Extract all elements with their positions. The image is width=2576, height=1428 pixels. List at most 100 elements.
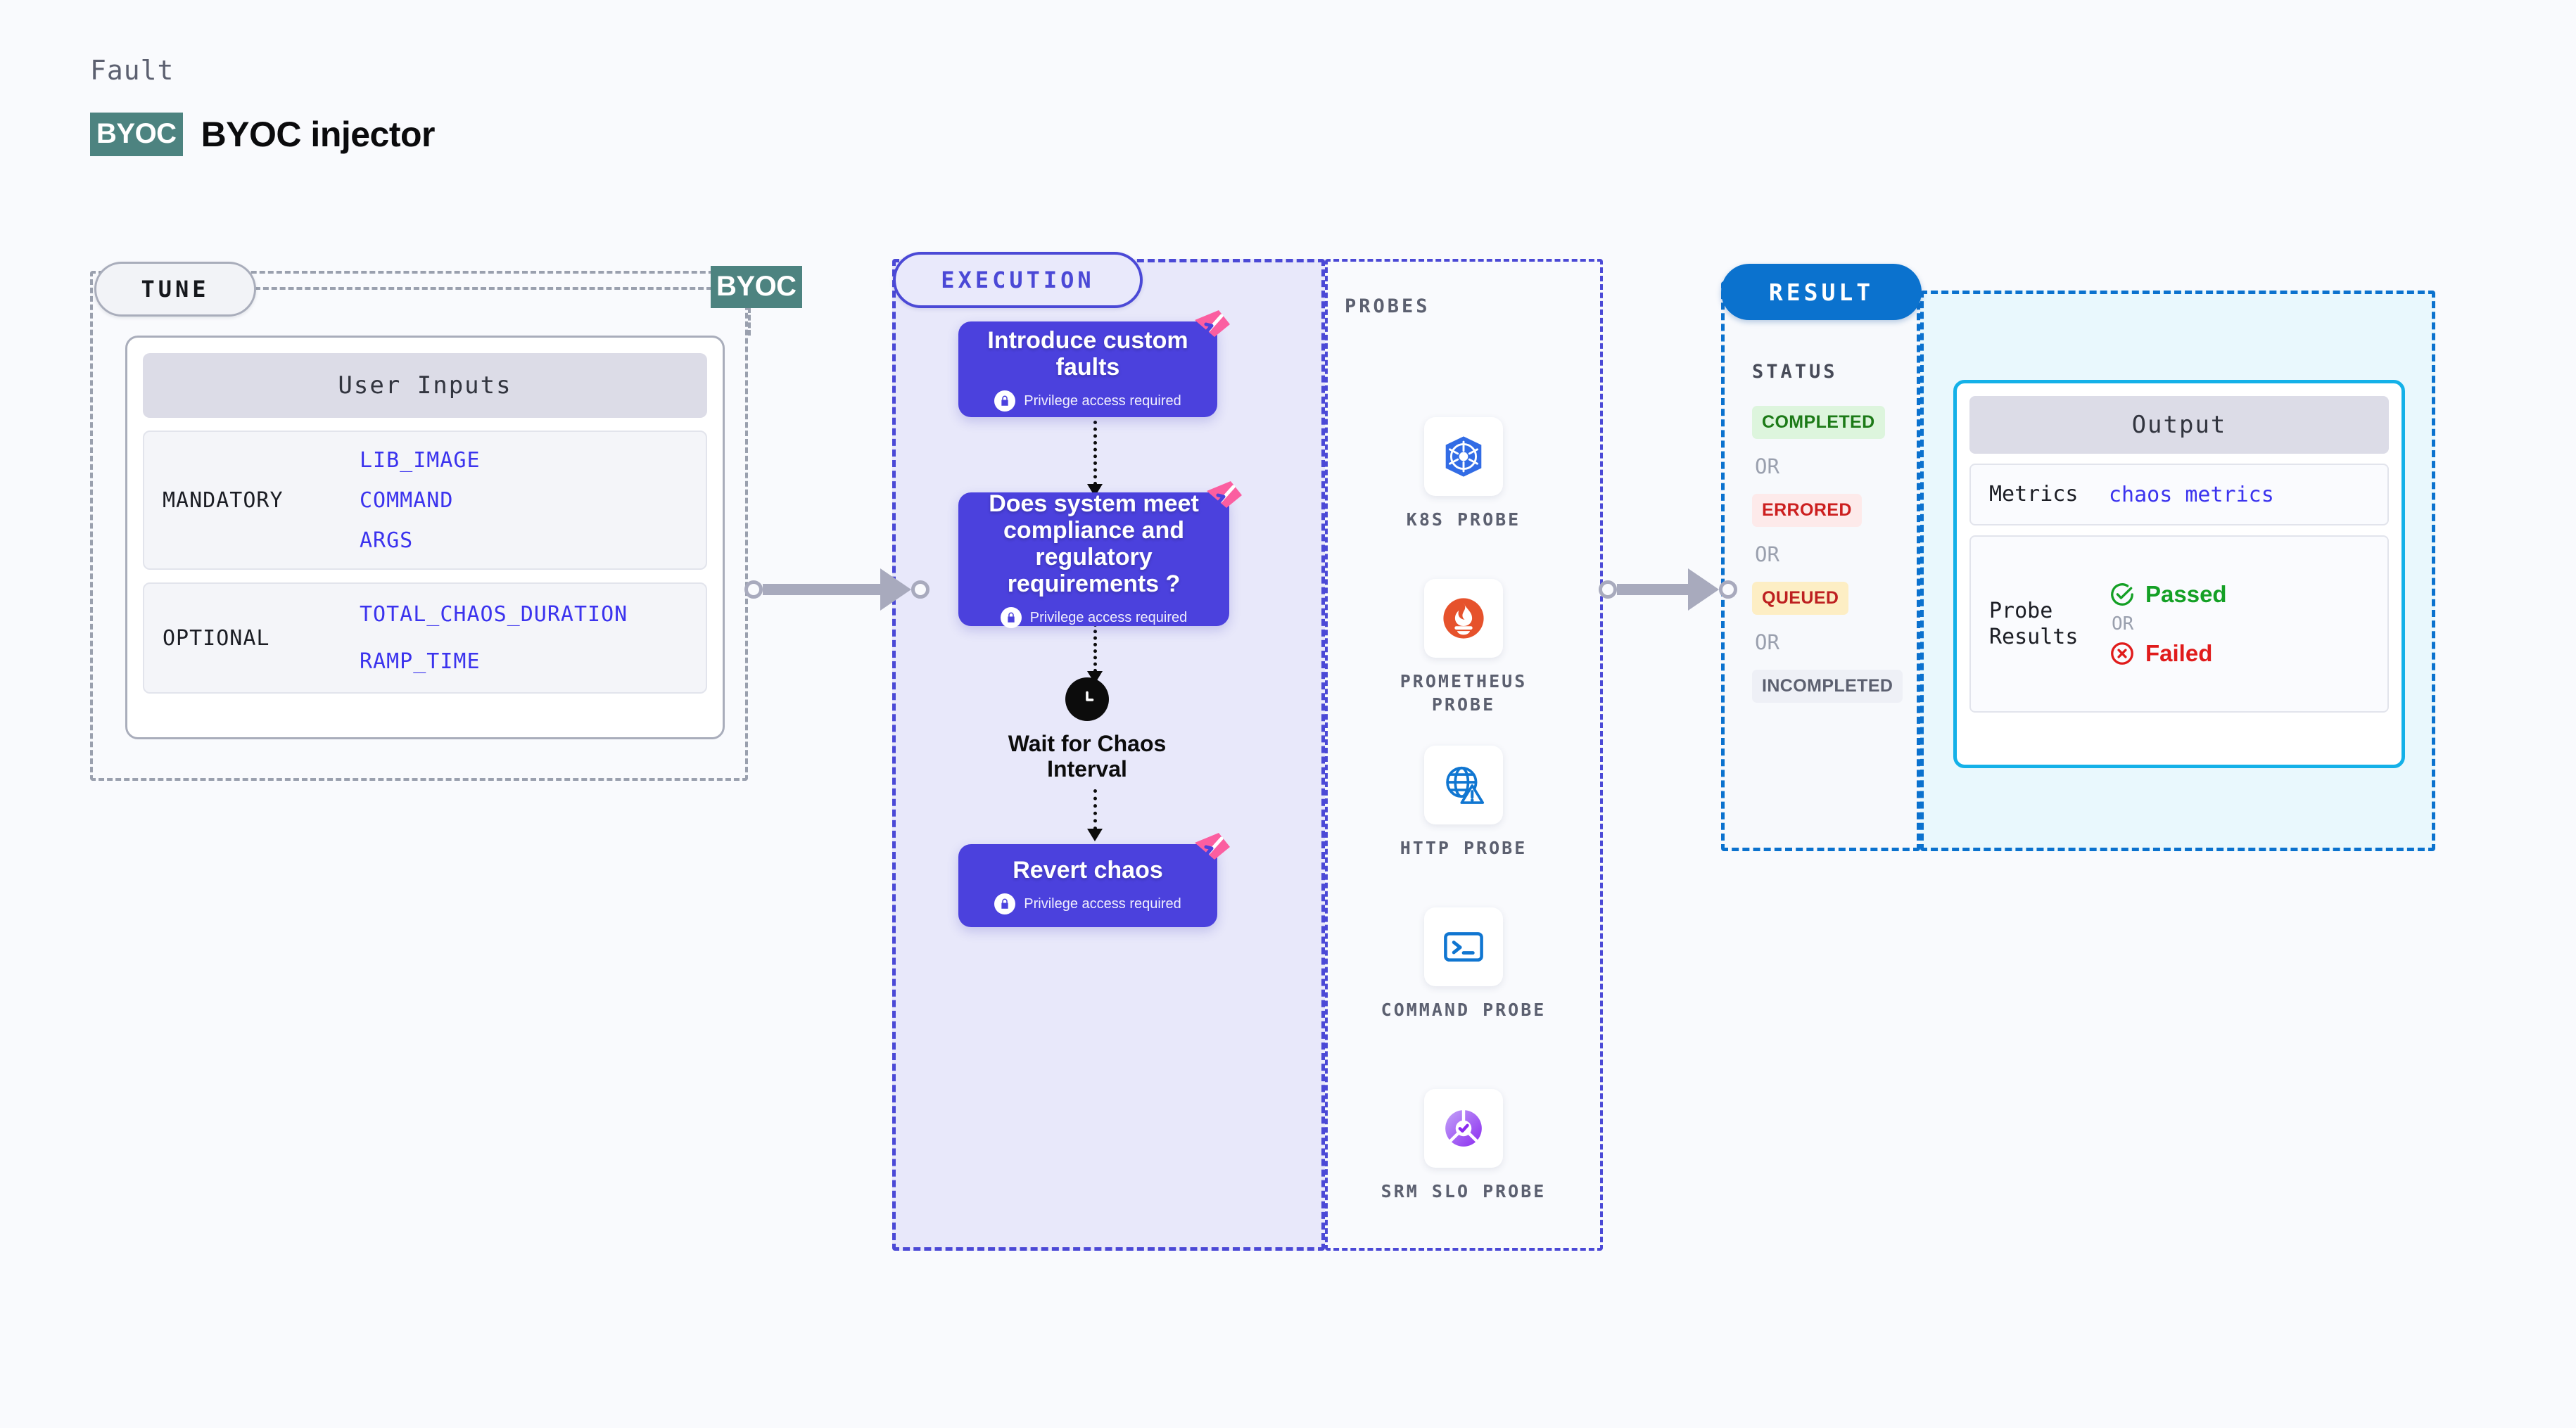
terminal-icon — [1424, 907, 1503, 986]
lock-icon — [994, 893, 1016, 915]
connector-arrowhead-icon — [1688, 568, 1719, 611]
privilege-note: Privilege access required — [1000, 607, 1188, 629]
connector-start-dot — [1599, 580, 1617, 599]
privilege-note: Privilege access required — [994, 893, 1181, 915]
flow-arrow-tip-icon — [1087, 829, 1103, 841]
lock-icon — [1000, 607, 1022, 629]
prometheus-icon — [1424, 579, 1503, 658]
lock-icon — [994, 390, 1016, 412]
connector-bar — [763, 584, 881, 595]
input-total-chaos-duration[interactable]: TOTAL_CHAOS_DURATION — [360, 602, 628, 627]
input-args[interactable]: ARGS — [360, 528, 414, 553]
flow-node-title: Introduce custom faults — [987, 326, 1188, 381]
status-badge-queued: QUEUED — [1752, 582, 1849, 615]
clock-icon — [1065, 677, 1109, 721]
probe-item-command[interactable]: COMMAND PROBE — [1372, 907, 1555, 1022]
tune-lead-line — [255, 287, 712, 290]
mandatory-values: LIB_IMAGE COMMAND ARGS — [360, 448, 481, 553]
connector-tune-to-execution — [744, 568, 929, 611]
output-row-metrics: Metrics chaos metrics — [1969, 464, 2389, 525]
probe-result-failed: Failed — [2109, 640, 2227, 667]
connector-start-dot — [744, 580, 763, 599]
probe-item-k8s[interactable]: K8S PROBE — [1372, 417, 1555, 532]
probe-result-options: Passed OR Failed — [2109, 581, 2227, 667]
flow-node-introduce-custom-faults[interactable]: Introduce custom faults Privilege access… — [958, 310, 1230, 417]
tune-section-frame — [90, 271, 748, 781]
output-metrics-value[interactable]: chaos metrics — [2109, 482, 2274, 507]
connector-end-dot — [1719, 580, 1737, 599]
privilege-note-text: Privilege access required — [1029, 609, 1188, 625]
tune-section-pill[interactable]: TUNE — [94, 262, 256, 317]
connector-execution-to-result — [1599, 568, 1737, 611]
probe-result-passed-label: Passed — [2145, 581, 2227, 607]
page-title: BYOC injector — [201, 115, 436, 154]
probe-item-http[interactable]: HTTP PROBE — [1372, 746, 1555, 860]
kubernetes-icon — [1424, 417, 1503, 496]
srm-slo-icon — [1424, 1089, 1503, 1168]
status-or-separator: OR — [1755, 630, 1779, 654]
output-probe-results-key: Probe Results — [1989, 598, 2079, 650]
byoc-tag: BYOC — [711, 266, 802, 308]
status-section-frame — [1721, 281, 1920, 851]
probes-title: PROBES — [1345, 295, 1430, 317]
probe-label: HTTP PROBE — [1400, 838, 1528, 858]
probe-item-srm-slo[interactable]: SRM SLO PROBE — [1372, 1089, 1555, 1204]
user-inputs-title: User Inputs — [143, 353, 707, 418]
flow-arrow-3 — [1087, 789, 1103, 841]
probe-result-passed: Passed — [2109, 581, 2227, 608]
connector-bar — [1617, 584, 1689, 595]
result-section-pill[interactable]: RESULT — [1721, 264, 1922, 320]
flow-node-compliance-check[interactable]: Does system meet compliance and regulato… — [958, 481, 1242, 629]
privilege-note-text: Privilege access required — [1024, 393, 1181, 409]
page-eyebrow: Fault — [90, 55, 175, 86]
probe-label: COMMAND PROBE — [1381, 1000, 1547, 1020]
status-or-separator: OR — [1755, 454, 1779, 478]
wait-node-label: Wait for Chaos Interval — [1008, 731, 1167, 782]
status-list: COMPLETED OR ERRORED OR QUEUED OR INCOMP… — [1752, 406, 1914, 703]
input-command[interactable]: COMMAND — [360, 487, 454, 513]
flow-arrow-line — [1093, 623, 1097, 672]
mandatory-label: MANDATORY — [163, 487, 284, 513]
privilege-note: Privilege access required — [994, 390, 1181, 412]
status-title: STATUS — [1752, 361, 1838, 383]
output-metrics-key: Metrics — [1989, 482, 2079, 507]
globe-warning-icon — [1424, 746, 1503, 824]
flow-arrow-2 — [1087, 623, 1103, 684]
ribbon-flag-icon — [1195, 833, 1230, 860]
x-circle-icon — [2111, 642, 2133, 665]
input-lib-image[interactable]: LIB_IMAGE — [360, 447, 481, 473]
byoc-chip: BYOC — [90, 113, 183, 156]
status-badge-completed: COMPLETED — [1752, 406, 1885, 439]
connector-end-dot — [911, 580, 929, 599]
probe-label: K8S PROBE — [1406, 509, 1521, 530]
page-title-row: BYOC BYOC injector — [90, 113, 436, 156]
probe-item-prometheus[interactable]: PROMETHEUS PROBE — [1372, 579, 1555, 716]
probe-label: PROMETHEUS PROBE — [1400, 671, 1528, 715]
flow-node-title: Revert chaos — [1013, 856, 1163, 884]
status-or-separator: OR — [1755, 542, 1779, 566]
probe-label: SRM SLO PROBE — [1381, 1181, 1547, 1201]
check-circle-icon — [2111, 583, 2133, 606]
output-title: Output — [1969, 396, 2389, 454]
output-row-probe-results: Probe Results Passed OR Failed — [1969, 535, 2389, 713]
ribbon-flag-icon — [1207, 481, 1242, 508]
privilege-note-text: Privilege access required — [1024, 895, 1181, 912]
probe-result-or-separator: OR — [2112, 613, 2134, 635]
optional-values: TOTAL_CHAOS_DURATION RAMP_TIME — [360, 602, 628, 674]
flow-node-revert-chaos[interactable]: Revert chaos Privilege access required — [958, 833, 1230, 927]
output-card: Output Metrics chaos metrics Probe Resul… — [1953, 380, 2405, 768]
optional-inputs-group: OPTIONAL TOTAL_CHAOS_DURATION RAMP_TIME — [143, 582, 707, 694]
input-ramp-time[interactable]: RAMP_TIME — [360, 649, 481, 674]
byoc-tag-stem — [748, 307, 751, 336]
status-badge-incompleted: INCOMPLETED — [1752, 670, 1903, 703]
probe-result-failed-label: Failed — [2145, 640, 2213, 666]
ribbon-flag-icon — [1195, 310, 1230, 337]
mandatory-inputs-group: MANDATORY LIB_IMAGE COMMAND ARGS — [143, 431, 707, 570]
status-badge-errored: ERRORED — [1752, 494, 1862, 527]
execution-section-pill[interactable]: EXECUTION — [893, 252, 1143, 308]
flow-arrow-1 — [1087, 421, 1103, 497]
execution-section-frame — [892, 259, 1325, 1251]
flow-node-wait-for-chaos-interval[interactable]: Wait for Chaos Interval — [982, 677, 1193, 782]
flow-arrow-line — [1093, 421, 1097, 485]
